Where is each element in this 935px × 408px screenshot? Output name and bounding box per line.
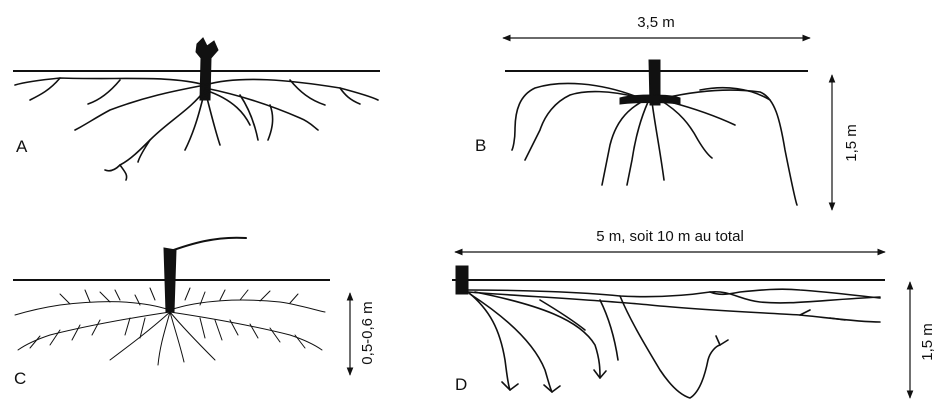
panel-label-b: B: [475, 136, 486, 155]
panel-b: 3,5 m 1,5 m B: [475, 14, 860, 210]
width-label-b: 3,5 m: [637, 14, 675, 31]
panel-label-a: A: [16, 137, 28, 156]
root-system-d: [468, 289, 880, 398]
panel-a: A: [13, 38, 380, 180]
root-system-a: [15, 78, 378, 180]
vine-trunk-d: [456, 266, 468, 294]
panel-label-c: C: [14, 369, 26, 388]
panel-label-d: D: [455, 375, 467, 394]
depth-label-c: 0,5-0,6 m: [359, 301, 376, 364]
vine-cane-c: [168, 238, 246, 252]
width-label-d: 5 m, soit 10 m au total: [596, 228, 744, 245]
panel-d: 5 m, soit 10 m au total 1,5 m D: [452, 228, 935, 398]
depth-label-b: 1,5 m: [843, 124, 860, 162]
vine-trunk-c: [164, 248, 176, 312]
panel-c: 0,5-0,6 m C: [13, 238, 376, 388]
depth-label-d: 1,5 m: [919, 323, 935, 361]
